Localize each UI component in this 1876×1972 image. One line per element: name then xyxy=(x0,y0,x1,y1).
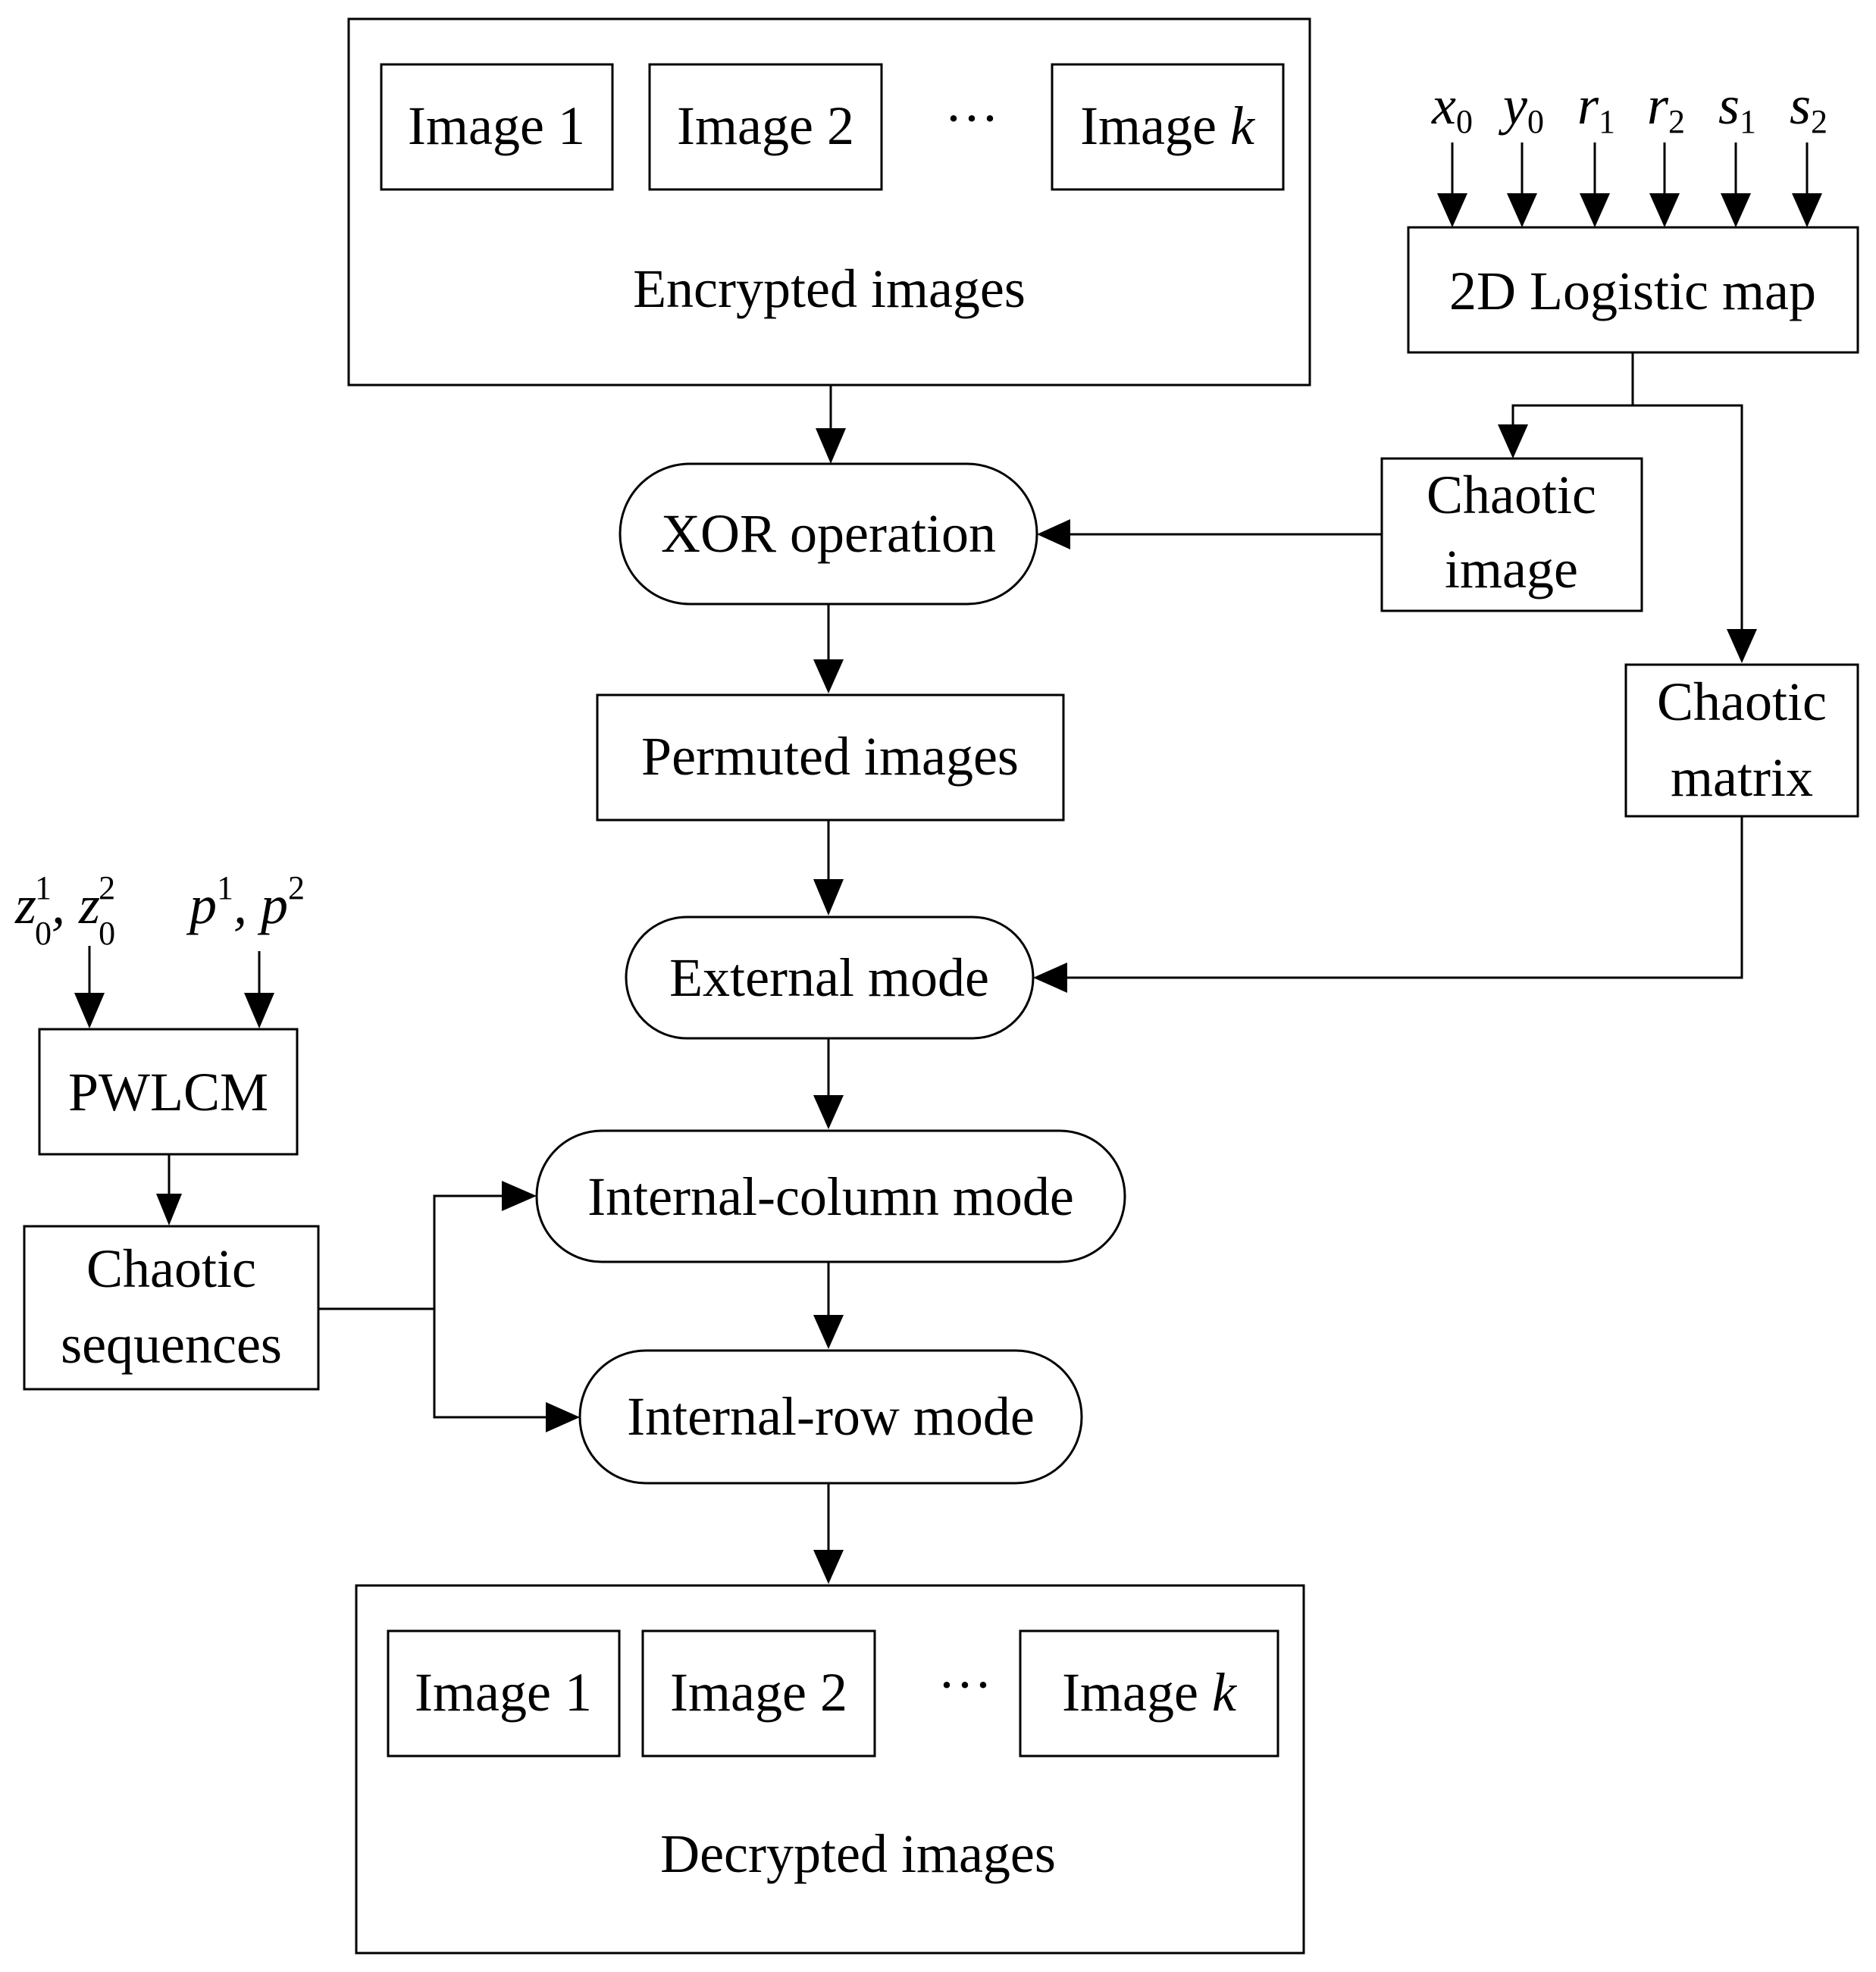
permuted-images-box xyxy=(596,693,1065,822)
encrypted-image-k-label: Image k xyxy=(1080,95,1256,156)
encrypted-image-1-box xyxy=(380,63,614,191)
param-y0-arrowhead xyxy=(1507,193,1537,227)
chaotic-image-box xyxy=(1380,457,1643,612)
encrypted-image-k-box xyxy=(1051,63,1285,191)
param-x0-arrowhead xyxy=(1437,193,1467,227)
decrypted-image-1-label: Image 1 xyxy=(415,1662,592,1723)
external-to-internal-column-arrowhead xyxy=(813,1095,844,1129)
chaotic-image-line1: Chaotic xyxy=(1427,465,1596,525)
chaotic-matrix-box xyxy=(1624,663,1859,818)
external-mode-label: External mode xyxy=(669,947,989,1008)
logistic-to-chaotic-matrix-line xyxy=(1633,404,1743,629)
internal-column-mode-label: Internal-column mode xyxy=(587,1166,1074,1227)
param-r1: r1 xyxy=(1577,75,1615,140)
sequences-to-internal-row-arrowhead xyxy=(546,1402,580,1432)
decrypted-images-group: Image 1 Image 2 ··· Image k Decrypted im… xyxy=(355,1584,1305,1955)
chaotic-sequences-line2: sequences xyxy=(61,1314,282,1375)
decrypted-image-k-box xyxy=(1019,1629,1279,1758)
pwlcm-label: PWLCM xyxy=(68,1062,268,1122)
encrypted-image-1-label: Image 1 xyxy=(408,95,585,156)
sequences-to-internal-row-line xyxy=(433,1309,546,1419)
decrypted-images-title: Decrypted images xyxy=(660,1823,1056,1884)
logistic-map-box xyxy=(1407,226,1859,354)
sequences-to-internal-column-line xyxy=(318,1194,502,1310)
encrypted-image-2-label: Image 2 xyxy=(677,95,854,156)
chaotic-matrix-to-external-arrowhead xyxy=(1033,963,1067,993)
xor-operation-label: XOR operation xyxy=(661,503,996,564)
internal-row-mode-label: Internal-row mode xyxy=(627,1386,1035,1447)
param-x0: x0 xyxy=(1431,75,1473,140)
pwlcm-to-sequences-arrowhead xyxy=(156,1194,182,1225)
param-y0: y0 xyxy=(1498,75,1544,140)
param-r1-arrowhead xyxy=(1580,193,1610,227)
pwlcm-box xyxy=(38,1028,299,1156)
logistic-to-chaotic-matrix-arrowhead xyxy=(1727,629,1757,663)
permuted-to-external-arrowhead xyxy=(813,879,844,916)
chaotic-image-line2: image xyxy=(1445,539,1578,599)
internal-row-mode-node xyxy=(578,1349,1083,1485)
param-s1-arrowhead xyxy=(1721,193,1751,227)
decrypted-ellipsis: ··· xyxy=(938,1654,992,1715)
chaotic-matrix-line2: matrix xyxy=(1671,747,1813,808)
chaotic-image-to-xor-arrowhead xyxy=(1037,519,1070,549)
internal-row-to-decrypted-arrowhead xyxy=(813,1550,844,1584)
internal-column-to-internal-row-arrowhead xyxy=(813,1315,844,1349)
chaotic-matrix-to-external-line xyxy=(1067,816,1743,979)
chaotic-matrix-group: Chaotic matrix xyxy=(1624,663,1859,818)
param-s2: s2 xyxy=(1790,75,1827,140)
chaotic-matrix-line1: Chaotic xyxy=(1657,671,1827,732)
param-r2-arrowhead xyxy=(1649,193,1680,227)
xor-to-permuted-arrowhead xyxy=(813,659,844,693)
encrypted-images-title: Encrypted images xyxy=(633,258,1026,319)
param-s2-arrowhead xyxy=(1792,193,1822,227)
sequences-to-internal-column-arrowhead xyxy=(502,1181,537,1211)
decrypted-image-1-box xyxy=(387,1629,621,1758)
internal-column-mode-node xyxy=(535,1129,1126,1263)
chaotic-sequences-line1: Chaotic xyxy=(86,1238,256,1299)
encrypted-to-xor-arrowhead xyxy=(816,428,846,464)
logistic-map-label: 2D Logistic map xyxy=(1449,261,1816,321)
logistic-map-group: x0 y0 r1 r2 s1 s2 2D Logistic map xyxy=(1407,75,1859,354)
encrypted-images-group: Image 1 Image 2 ··· Image k Encrypted im… xyxy=(347,17,1311,387)
encrypted-ellipsis: ··· xyxy=(944,88,999,149)
decrypted-image-k-label: Image k xyxy=(1062,1662,1238,1723)
param-r2: r2 xyxy=(1647,75,1685,140)
param-s1: s1 xyxy=(1718,75,1756,140)
param-p-arrowhead xyxy=(244,993,274,1028)
param-p: p1, p2 xyxy=(186,869,305,935)
chaotic-sequences-box xyxy=(23,1225,320,1391)
chaotic-image-group: Chaotic image xyxy=(1380,457,1643,612)
param-z-arrowhead xyxy=(74,993,105,1028)
decrypted-image-2-box xyxy=(641,1629,876,1758)
logistic-to-chaotic-image-arrowhead xyxy=(1498,424,1528,459)
decrypted-image-2-label: Image 2 xyxy=(670,1662,847,1723)
permuted-images-label: Permuted images xyxy=(641,726,1019,787)
encrypted-image-2-box xyxy=(648,63,883,191)
logistic-to-chaotic-image-line xyxy=(1511,352,1634,424)
